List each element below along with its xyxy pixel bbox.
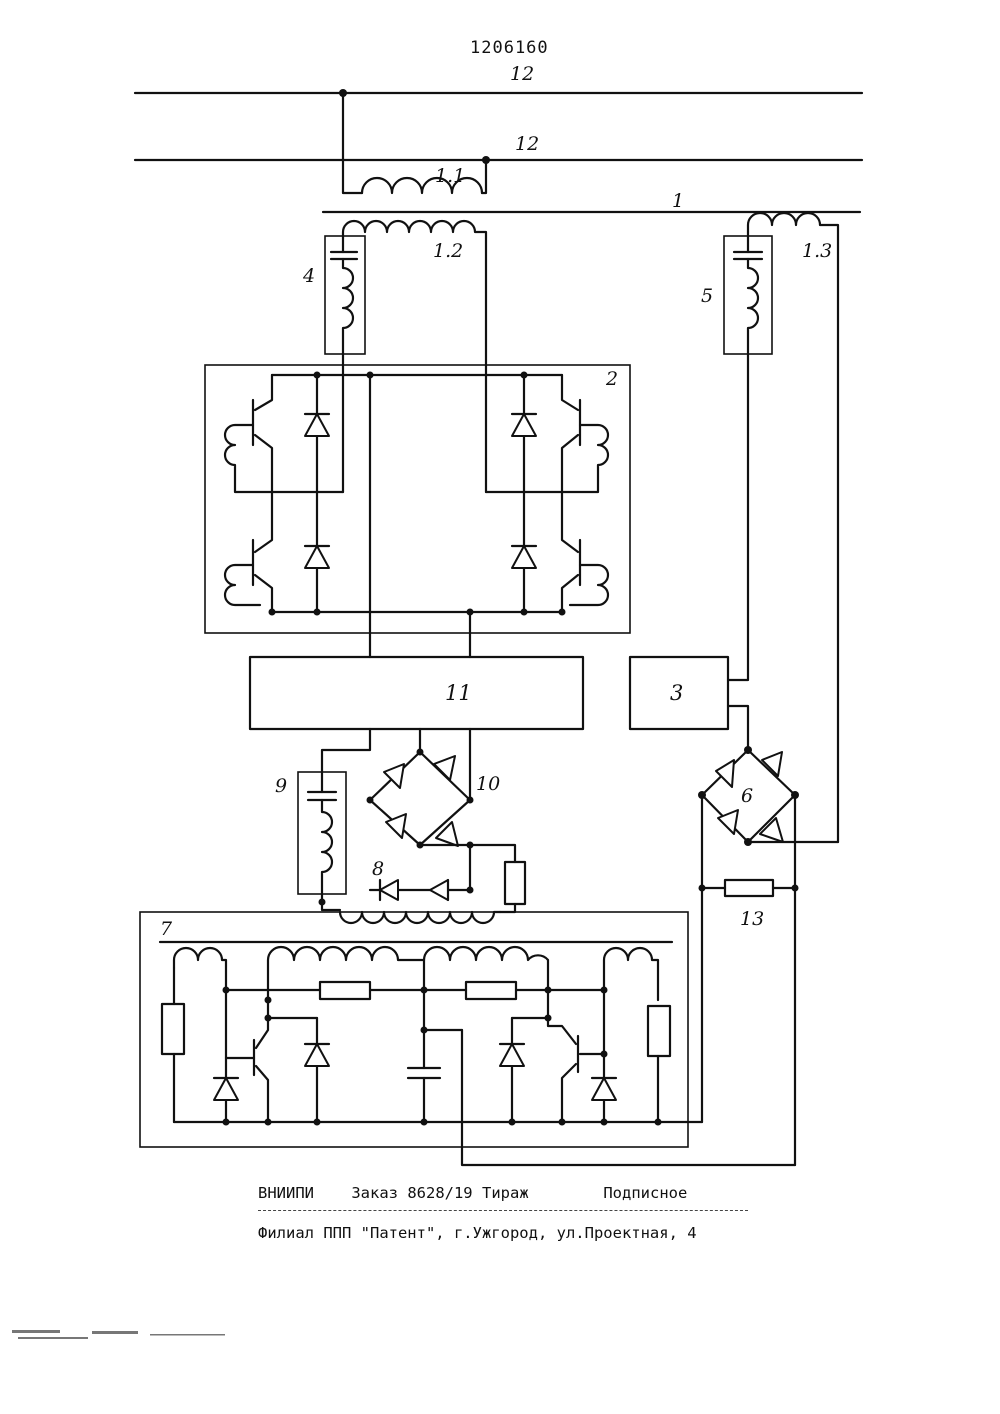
- label-diodes-8: 8: [372, 858, 384, 880]
- bridge-rectifier-10: 10: [367, 729, 501, 849]
- label-bus-upper: 12: [510, 63, 534, 85]
- imprint-branch: Филиал ППП "Патент", г.Ужгород, ул.Проек…: [258, 1224, 697, 1242]
- label-core-1: 1: [672, 190, 684, 212]
- scan-artifact: [12, 1330, 225, 1339]
- converter-7: 7: [140, 899, 688, 1148]
- imprint-order: Заказ 8628/19: [351, 1184, 472, 1202]
- transformer-core-1: 1: [323, 190, 860, 212]
- label-filter-4: 4: [302, 265, 315, 287]
- label-winding-1-2: 1.2: [433, 240, 463, 262]
- label-winding-1-1: 1.1: [435, 165, 465, 187]
- control-block-11: 11: [250, 657, 583, 729]
- label-bridge-10: 10: [476, 773, 500, 795]
- label-converter-7: 7: [160, 918, 173, 940]
- filter-4: 4: [302, 236, 365, 376]
- imprint-publisher: ВНИИПИ: [258, 1184, 314, 1202]
- imprint-print-run: Тираж: [482, 1184, 529, 1202]
- imprint-subscription: Подписное: [603, 1184, 687, 1202]
- label-bus-lower: 12: [515, 133, 539, 155]
- label-bridge-6: 6: [741, 785, 753, 807]
- filter-9: 9: [275, 729, 370, 895]
- bus-lines: 12 12: [135, 63, 862, 164]
- winding-1-1: 1.1: [343, 93, 486, 193]
- label-inverter-2: 2: [605, 368, 618, 390]
- inverter-2: 2: [205, 238, 630, 657]
- filter-5: 5: [701, 232, 772, 680]
- label-block-3: 3: [670, 681, 683, 705]
- label-filter-5: 5: [701, 285, 713, 307]
- diode-chain-8: 8: [322, 842, 525, 913]
- label-block-11: 11: [445, 681, 472, 705]
- imprint-divider: [258, 1210, 748, 1211]
- label-filter-9: 9: [275, 775, 287, 797]
- control-block-3: 3: [630, 657, 748, 750]
- bridge-rectifier-6: 6: [698, 746, 838, 846]
- imprint-line-1: ВНИИПИ Заказ 8628/19 Тираж Подписное: [258, 1184, 687, 1202]
- label-winding-1-3: 1.3: [802, 240, 832, 262]
- winding-1-3: 1.3: [748, 213, 838, 842]
- label-resistor-13: 13: [740, 908, 764, 930]
